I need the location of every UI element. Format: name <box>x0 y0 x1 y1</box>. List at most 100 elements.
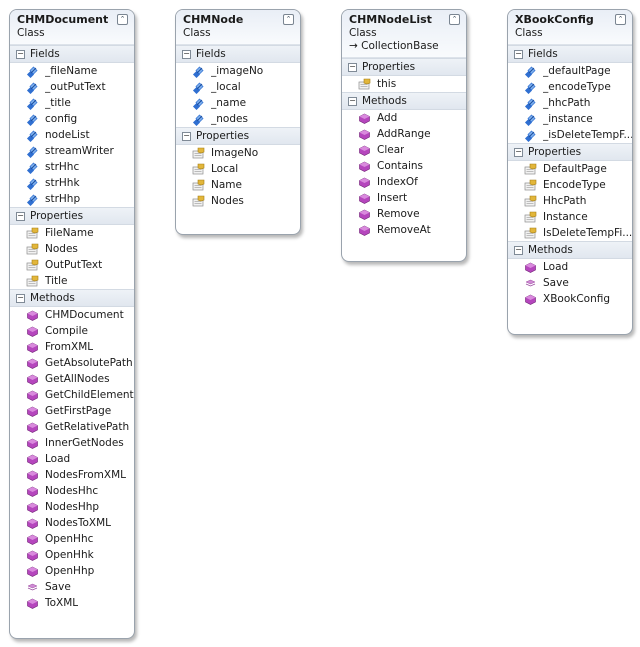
method-row[interactable]: GetFirstPage <box>10 403 134 419</box>
section-collapse-icon[interactable]: − <box>514 48 523 59</box>
section-header[interactable]: −Fields <box>10 45 134 63</box>
method-row[interactable]: Save <box>10 579 134 595</box>
section-header[interactable]: −Fields <box>508 45 632 63</box>
field-row[interactable]: _nodes <box>176 111 300 127</box>
method-row[interactable]: GetAllNodes <box>10 371 134 387</box>
method-row[interactable]: Remove <box>342 206 466 222</box>
method-row[interactable]: RemoveAt <box>342 222 466 238</box>
field-row[interactable]: _defaultPage <box>508 63 632 79</box>
field-row[interactable]: nodeList <box>10 127 134 143</box>
field-row[interactable]: _local <box>176 79 300 95</box>
class-box-xbookconfig[interactable]: XBookConfig Class ⌃ −Fields_defaultPage_… <box>507 9 633 335</box>
class-header[interactable]: CHMDocument Class ⌃ <box>10 10 134 45</box>
class-box-chmdocument[interactable]: CHMDocument Class ⌃ −Fields_fileName_out… <box>9 9 135 639</box>
method-row[interactable]: NodesToXML <box>10 515 134 531</box>
section-collapse-icon[interactable]: − <box>348 95 357 106</box>
property-name: HhcPath <box>543 195 587 207</box>
collapse-chevron-icon[interactable]: ⌃ <box>283 14 294 25</box>
method-row[interactable]: InnerGetNodes <box>10 435 134 451</box>
method-row[interactable]: GetAbsolutePath <box>10 355 134 371</box>
method-row[interactable]: OpenHhk <box>10 547 134 563</box>
property-row[interactable]: IsDeleteTempFi... <box>508 225 632 241</box>
method-row[interactable]: Contains <box>342 158 466 174</box>
class-header[interactable]: XBookConfig Class ⌃ <box>508 10 632 45</box>
method-row[interactable]: Load <box>508 259 632 275</box>
property-row[interactable]: HhcPath <box>508 193 632 209</box>
method-name: Save <box>543 277 569 289</box>
section-collapse-icon[interactable]: − <box>348 61 357 72</box>
field-row[interactable]: _outPutText <box>10 79 134 95</box>
method-row[interactable]: XBookConfig <box>508 291 632 307</box>
method-row[interactable]: Clear <box>342 142 466 158</box>
section-header[interactable]: −Methods <box>508 241 632 259</box>
property-row[interactable]: DefaultPage <box>508 161 632 177</box>
method-row[interactable]: GetRelativePath <box>10 419 134 435</box>
property-row[interactable]: Name <box>176 177 300 193</box>
property-row[interactable]: Instance <box>508 209 632 225</box>
class-box-chmnodelist[interactable]: CHMNodeList Class → CollectionBase ⌃ −Pr… <box>341 9 467 262</box>
section-collapse-icon[interactable]: − <box>16 48 25 59</box>
property-row[interactable]: EncodeType <box>508 177 632 193</box>
method-row[interactable]: Insert <box>342 190 466 206</box>
section-header[interactable]: −Properties <box>176 127 300 145</box>
class-header[interactable]: CHMNodeList Class → CollectionBase ⌃ <box>342 10 466 58</box>
field-row[interactable]: strHhk <box>10 175 134 191</box>
section-header[interactable]: −Methods <box>10 289 134 307</box>
section-header[interactable]: −Properties <box>10 207 134 225</box>
method-row[interactable]: AddRange <box>342 126 466 142</box>
property-row[interactable]: OutPutText <box>10 257 134 273</box>
method-row[interactable]: CHMDocument <box>10 307 134 323</box>
field-row[interactable]: _instance <box>508 111 632 127</box>
method-row[interactable]: Save <box>508 275 632 291</box>
field-name: nodeList <box>45 129 90 141</box>
field-row[interactable]: _isDeleteTempF... <box>508 127 632 143</box>
section-header[interactable]: −Properties <box>508 143 632 161</box>
method-row[interactable]: Compile <box>10 323 134 339</box>
property-row[interactable]: Local <box>176 161 300 177</box>
property-row[interactable]: Title <box>10 273 134 289</box>
collapse-chevron-icon[interactable]: ⌃ <box>449 14 460 25</box>
method-row[interactable]: GetChildElement <box>10 387 134 403</box>
collapse-chevron-icon[interactable]: ⌃ <box>615 14 626 25</box>
method-row[interactable]: FromXML <box>10 339 134 355</box>
section-collapse-icon[interactable]: − <box>16 210 25 221</box>
field-row[interactable]: _name <box>176 95 300 111</box>
section-header[interactable]: −Methods <box>342 92 466 110</box>
property-row[interactable]: ImageNo <box>176 145 300 161</box>
property-row[interactable]: Nodes <box>10 241 134 257</box>
section-collapse-icon[interactable]: − <box>182 130 191 141</box>
section-header[interactable]: −Fields <box>176 45 300 63</box>
method-row[interactable]: IndexOf <box>342 174 466 190</box>
field-row[interactable]: _encodeType <box>508 79 632 95</box>
field-row[interactable]: _title <box>10 95 134 111</box>
property-row[interactable]: Nodes <box>176 193 300 209</box>
field-row[interactable]: strHhp <box>10 191 134 207</box>
field-row[interactable]: _hhcPath <box>508 95 632 111</box>
section-collapse-icon[interactable]: − <box>16 292 25 303</box>
method-row[interactable]: NodesHhp <box>10 499 134 515</box>
class-header[interactable]: CHMNode Class ⌃ <box>176 10 300 45</box>
method-row[interactable]: OpenHhc <box>10 531 134 547</box>
field-row[interactable]: config <box>10 111 134 127</box>
section-label: Fields <box>528 48 558 60</box>
collapse-chevron-icon[interactable]: ⌃ <box>117 14 128 25</box>
field-name: _name <box>211 97 247 109</box>
field-row[interactable]: _fileName <box>10 63 134 79</box>
method-row[interactable]: NodesFromXML <box>10 467 134 483</box>
property-row[interactable]: FileName <box>10 225 134 241</box>
section-collapse-icon[interactable]: − <box>182 48 191 59</box>
section-collapse-icon[interactable]: − <box>514 146 523 157</box>
method-row[interactable]: ToXML <box>10 595 134 611</box>
field-row[interactable]: strHhc <box>10 159 134 175</box>
method-name: CHMDocument <box>45 309 124 321</box>
field-row[interactable]: _imageNo <box>176 63 300 79</box>
class-box-chmnode[interactable]: CHMNode Class ⌃ −Fields_imageNo_local _na… <box>175 9 301 235</box>
method-row[interactable]: OpenHhp <box>10 563 134 579</box>
section-collapse-icon[interactable]: − <box>514 244 523 255</box>
method-row[interactable]: NodesHhc <box>10 483 134 499</box>
property-row[interactable]: this <box>342 76 466 92</box>
section-header[interactable]: −Properties <box>342 58 466 76</box>
field-row[interactable]: streamWriter <box>10 143 134 159</box>
method-row[interactable]: Load <box>10 451 134 467</box>
method-row[interactable]: Add <box>342 110 466 126</box>
